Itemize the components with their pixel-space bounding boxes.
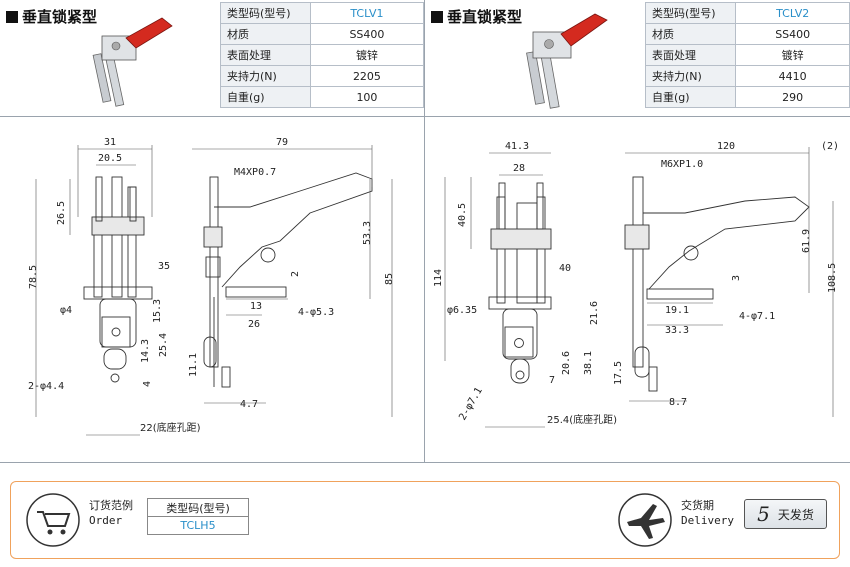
- svg-text:4.7: 4.7: [240, 399, 258, 410]
- svg-text:31: 31: [104, 137, 116, 148]
- shopping-cart-icon: [26, 493, 80, 547]
- svg-text:40: 40: [559, 263, 571, 274]
- svg-text:20.5: 20.5: [98, 153, 122, 164]
- drawing-bottom-rule: [0, 462, 850, 463]
- svg-text:78.5: 78.5: [28, 265, 39, 289]
- svg-text:4: 4: [142, 381, 153, 387]
- svg-text:11.1: 11.1: [188, 353, 199, 377]
- order-footer: 订货范例 Order 类型码(型号) TCLH5 交货期 Delivery 5 …: [10, 481, 840, 559]
- svg-text:8.7: 8.7: [669, 397, 687, 408]
- delivery-label: 交货期 Delivery: [681, 499, 734, 527]
- title-square-icon: [431, 10, 443, 23]
- svg-text:61.9: 61.9: [801, 229, 812, 253]
- svg-text:85: 85: [384, 273, 395, 285]
- svg-text:17.5: 17.5: [613, 361, 624, 385]
- svg-text:53.3: 53.3: [362, 221, 373, 245]
- svg-text:26: 26: [248, 319, 260, 330]
- svg-text:120: 120: [717, 141, 735, 152]
- svg-text:20.6: 20.6: [561, 351, 572, 375]
- svg-text:2: 2: [290, 271, 301, 277]
- spec-row: 自重(g)290: [644, 86, 850, 108]
- svg-text:79: 79: [276, 137, 288, 148]
- svg-text:7: 7: [549, 375, 555, 386]
- svg-text:19.1: 19.1: [665, 305, 689, 316]
- svg-text:28: 28: [513, 163, 525, 174]
- svg-text:13: 13: [250, 301, 262, 312]
- svg-text:35: 35: [158, 261, 170, 272]
- svg-text:2-φ7.1: 2-φ7.1: [457, 386, 485, 423]
- svg-text:15.3: 15.3: [152, 299, 163, 323]
- svg-text:41.3: 41.3: [505, 141, 529, 152]
- svg-text:25.4: 25.4: [158, 333, 169, 357]
- right-technical-drawing: 41.3 28 40.5 114 40 φ6.35 21.6 20.6 38.1…: [433, 141, 839, 428]
- svg-text:14.3: 14.3: [140, 339, 151, 363]
- svg-text:38.1: 38.1: [583, 351, 594, 375]
- right-product-image: [526, 13, 608, 109]
- order-label: 订货范例 Order: [89, 499, 133, 527]
- left-technical-drawing: 31 20.5 26.5 78.5 35 φ4 15.3 14.3 25.4 4…: [28, 137, 395, 436]
- svg-text:(2): (2): [821, 141, 839, 152]
- svg-text:3: 3: [731, 275, 742, 281]
- svg-text:25.4(底座孔距): 25.4(底座孔距): [547, 413, 617, 426]
- airplane-icon: [618, 493, 672, 547]
- svg-text:2-φ4.4: 2-φ4.4: [28, 381, 64, 392]
- delivery-days-badge: 5 天发货: [744, 499, 827, 529]
- svg-text:M4XP0.7: M4XP0.7: [234, 167, 276, 178]
- spec-row: 表面处理镀锌: [220, 44, 425, 66]
- svg-text:4-φ7.1: 4-φ7.1: [739, 311, 775, 322]
- spec-row: 类型码(型号)TCLV2: [644, 2, 850, 24]
- spec-row: 夹持力(N)4410: [644, 65, 850, 87]
- title-square-icon: [6, 10, 18, 23]
- order-example-table: 类型码(型号) TCLH5: [147, 498, 249, 535]
- spec-row: 类型码(型号)TCLV1: [220, 2, 425, 24]
- svg-text:4-φ5.3: 4-φ5.3: [298, 307, 334, 318]
- spec-row: 表面处理镀锌: [644, 44, 850, 66]
- svg-text:114: 114: [433, 269, 444, 287]
- svg-text:φ6.35: φ6.35: [447, 305, 477, 316]
- svg-text:M6XP1.0: M6XP1.0: [661, 159, 703, 170]
- left-product-image: [92, 17, 173, 107]
- section-divider: [424, 0, 425, 462]
- spec-row: 自重(g)100: [220, 86, 425, 108]
- spec-row: 夹持力(N)2205: [220, 65, 425, 87]
- svg-text:φ4: φ4: [60, 305, 72, 316]
- svg-text:22(底座孔距): 22(底座孔距): [140, 421, 201, 434]
- right-title: 垂直锁紧型: [431, 6, 522, 27]
- svg-text:108.5: 108.5: [827, 263, 838, 293]
- left-title: 垂直锁紧型: [6, 6, 97, 27]
- svg-text:21.6: 21.6: [589, 301, 600, 325]
- svg-text:26.5: 26.5: [56, 201, 67, 225]
- svg-text:40.5: 40.5: [457, 203, 468, 227]
- svg-text:33.3: 33.3: [665, 325, 689, 336]
